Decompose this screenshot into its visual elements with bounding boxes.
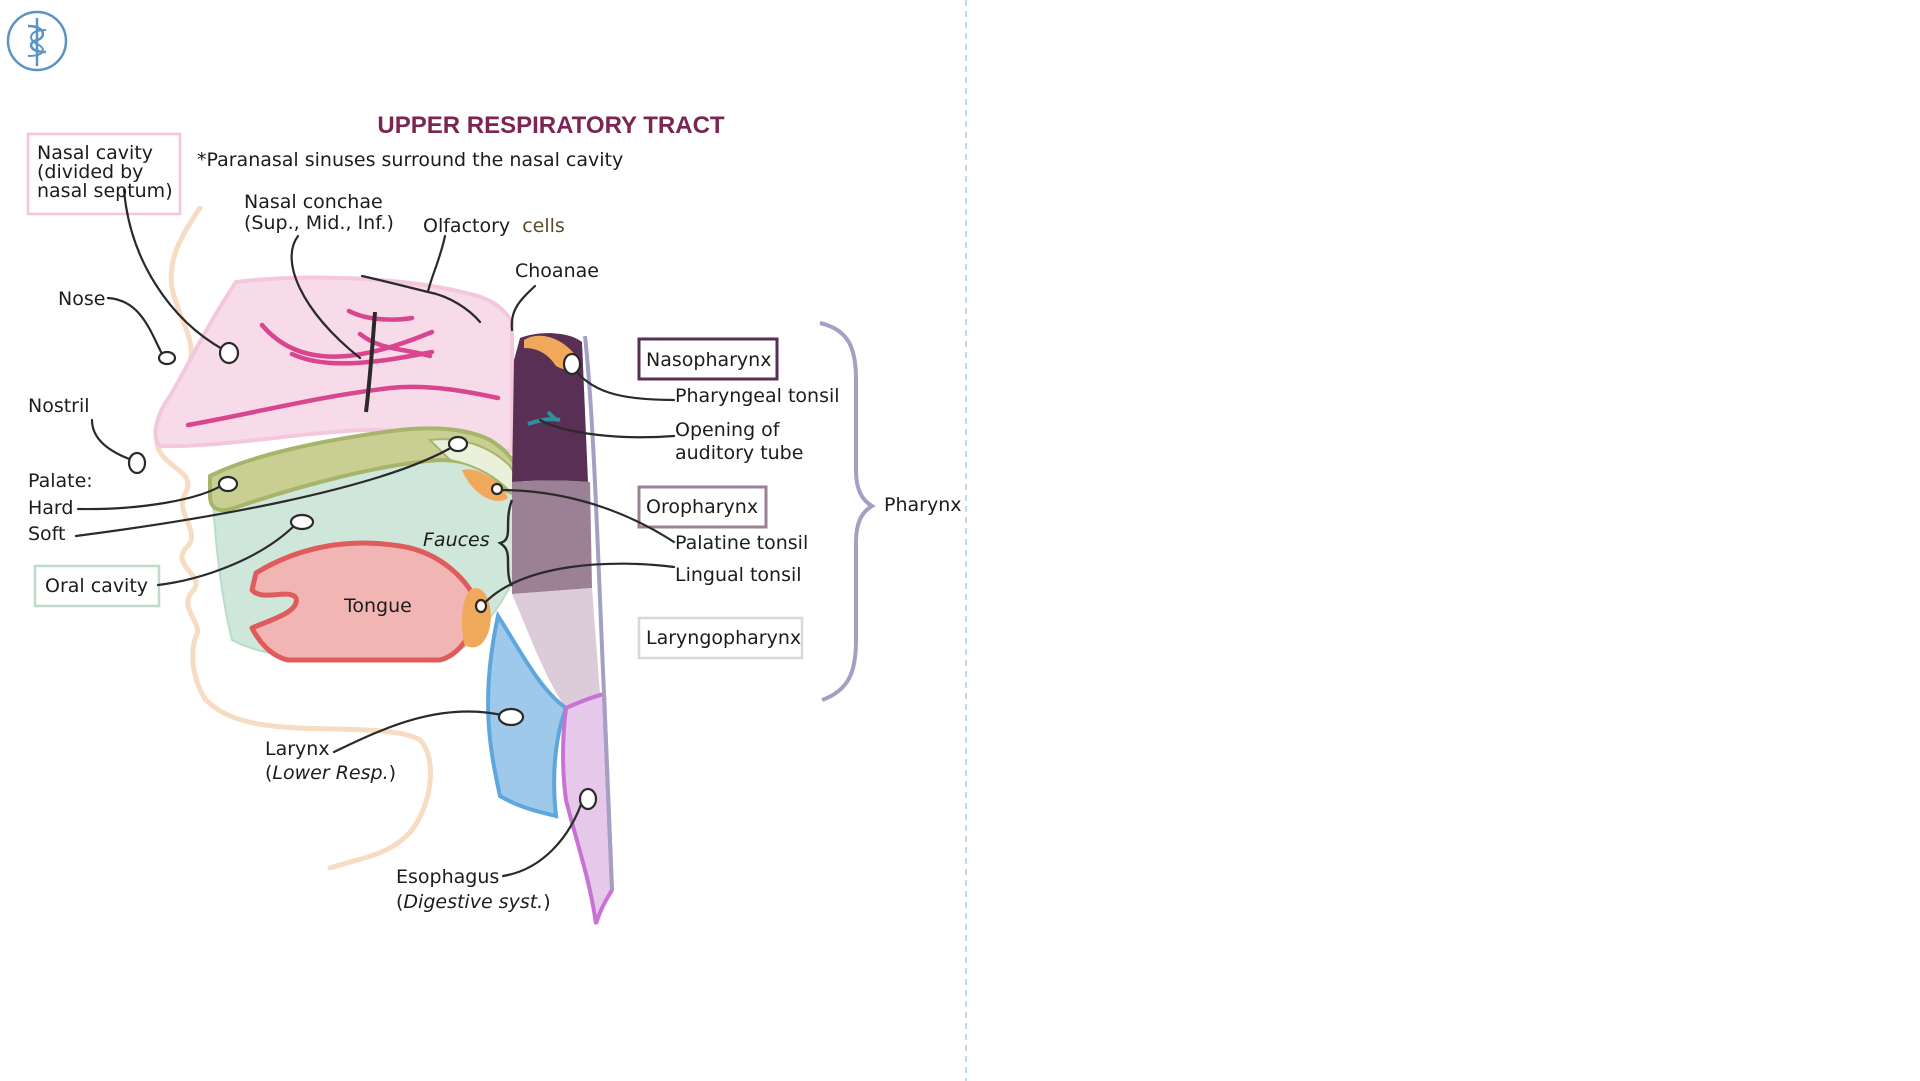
larynx-region	[486, 610, 569, 819]
laryngopharynx-region	[512, 588, 600, 708]
label-nasal-conchae-1: Nasal conchae	[244, 191, 383, 213]
label-nasal-cavity-2: (divided by	[37, 161, 143, 183]
nasopharynx-box	[637, 337, 779, 381]
callout-pins	[127, 341, 598, 811]
label-larynx-2: (Lower Resp.)	[265, 762, 396, 784]
label-nasal-conchae-2: (Sup., Mid., Inf.)	[244, 212, 394, 234]
label-esophagus-open: (	[396, 891, 403, 913]
laryngopharynx-box	[637, 616, 804, 660]
label-palate: Palate:	[28, 470, 93, 492]
label-auditory-2: auditory tube	[675, 442, 803, 464]
label-olfactory-2: cells	[522, 215, 565, 237]
label-nasal-cavity-3: nasal septum)	[37, 180, 173, 202]
tongue-region	[249, 540, 483, 663]
caduceus-logo-icon	[6, 10, 68, 72]
label-nostril: Nostril	[28, 395, 90, 417]
label-nose: Nose	[58, 288, 105, 310]
label-nasal-cavity-1: Nasal cavity	[37, 142, 153, 164]
diagram-title: UPPER RESPIRATORY TRACT	[377, 112, 724, 139]
label-fauces: Fauces	[423, 529, 490, 551]
label-pharyngeal-tonsil: Pharyngeal tonsil	[675, 385, 840, 407]
paranasal-note: *Paranasal sinuses surround the nasal ca…	[197, 149, 623, 171]
leader-lines	[74, 188, 676, 878]
oropharynx-region	[512, 480, 592, 594]
oral-cavity-box	[33, 564, 161, 608]
label-soft: Soft	[28, 523, 66, 545]
label-palatine-tonsil: Palatine tonsil	[675, 532, 808, 554]
label-hard: Hard	[28, 497, 73, 519]
fauces-brace	[497, 499, 514, 587]
lingual-tonsil-region	[462, 588, 491, 648]
label-esophagus-close: )	[543, 891, 550, 913]
nasal-septum-line	[364, 311, 377, 413]
label-olfactory: Olfactory cells	[423, 215, 565, 237]
label-larynx-1: Larynx	[265, 738, 330, 760]
label-auditory-1: Opening of	[675, 419, 781, 441]
label-pharynx: Pharynx	[884, 494, 961, 516]
label-olfactory-1: Olfactory	[423, 215, 510, 237]
oropharynx-box	[637, 485, 768, 529]
label-larynx-open: (	[265, 762, 272, 784]
pharynx-brace	[819, 321, 876, 702]
label-oral-cavity: Oral cavity	[45, 575, 148, 597]
label-tongue: Tongue	[343, 595, 412, 617]
nasal-conchae	[185, 308, 501, 428]
label-lingual-tonsil: Lingual tonsil	[675, 564, 802, 586]
label-esophagus-italic: Digestive syst.	[403, 891, 543, 913]
label-oropharynx: Oropharynx	[646, 496, 758, 518]
label-esophagus-2: (Digestive syst.)	[396, 891, 551, 913]
label-nasopharynx: Nasopharynx	[646, 349, 771, 371]
nasal-cavity-box	[26, 132, 182, 216]
label-laryngopharynx: Laryngopharynx	[646, 627, 801, 649]
label-larynx-italic: Lower Resp.	[272, 762, 388, 784]
label-larynx-close: )	[389, 762, 396, 784]
label-choanae: Choanae	[515, 260, 599, 282]
auditory-tube-opening	[527, 410, 561, 426]
label-esophagus-1: Esophagus	[396, 866, 499, 888]
